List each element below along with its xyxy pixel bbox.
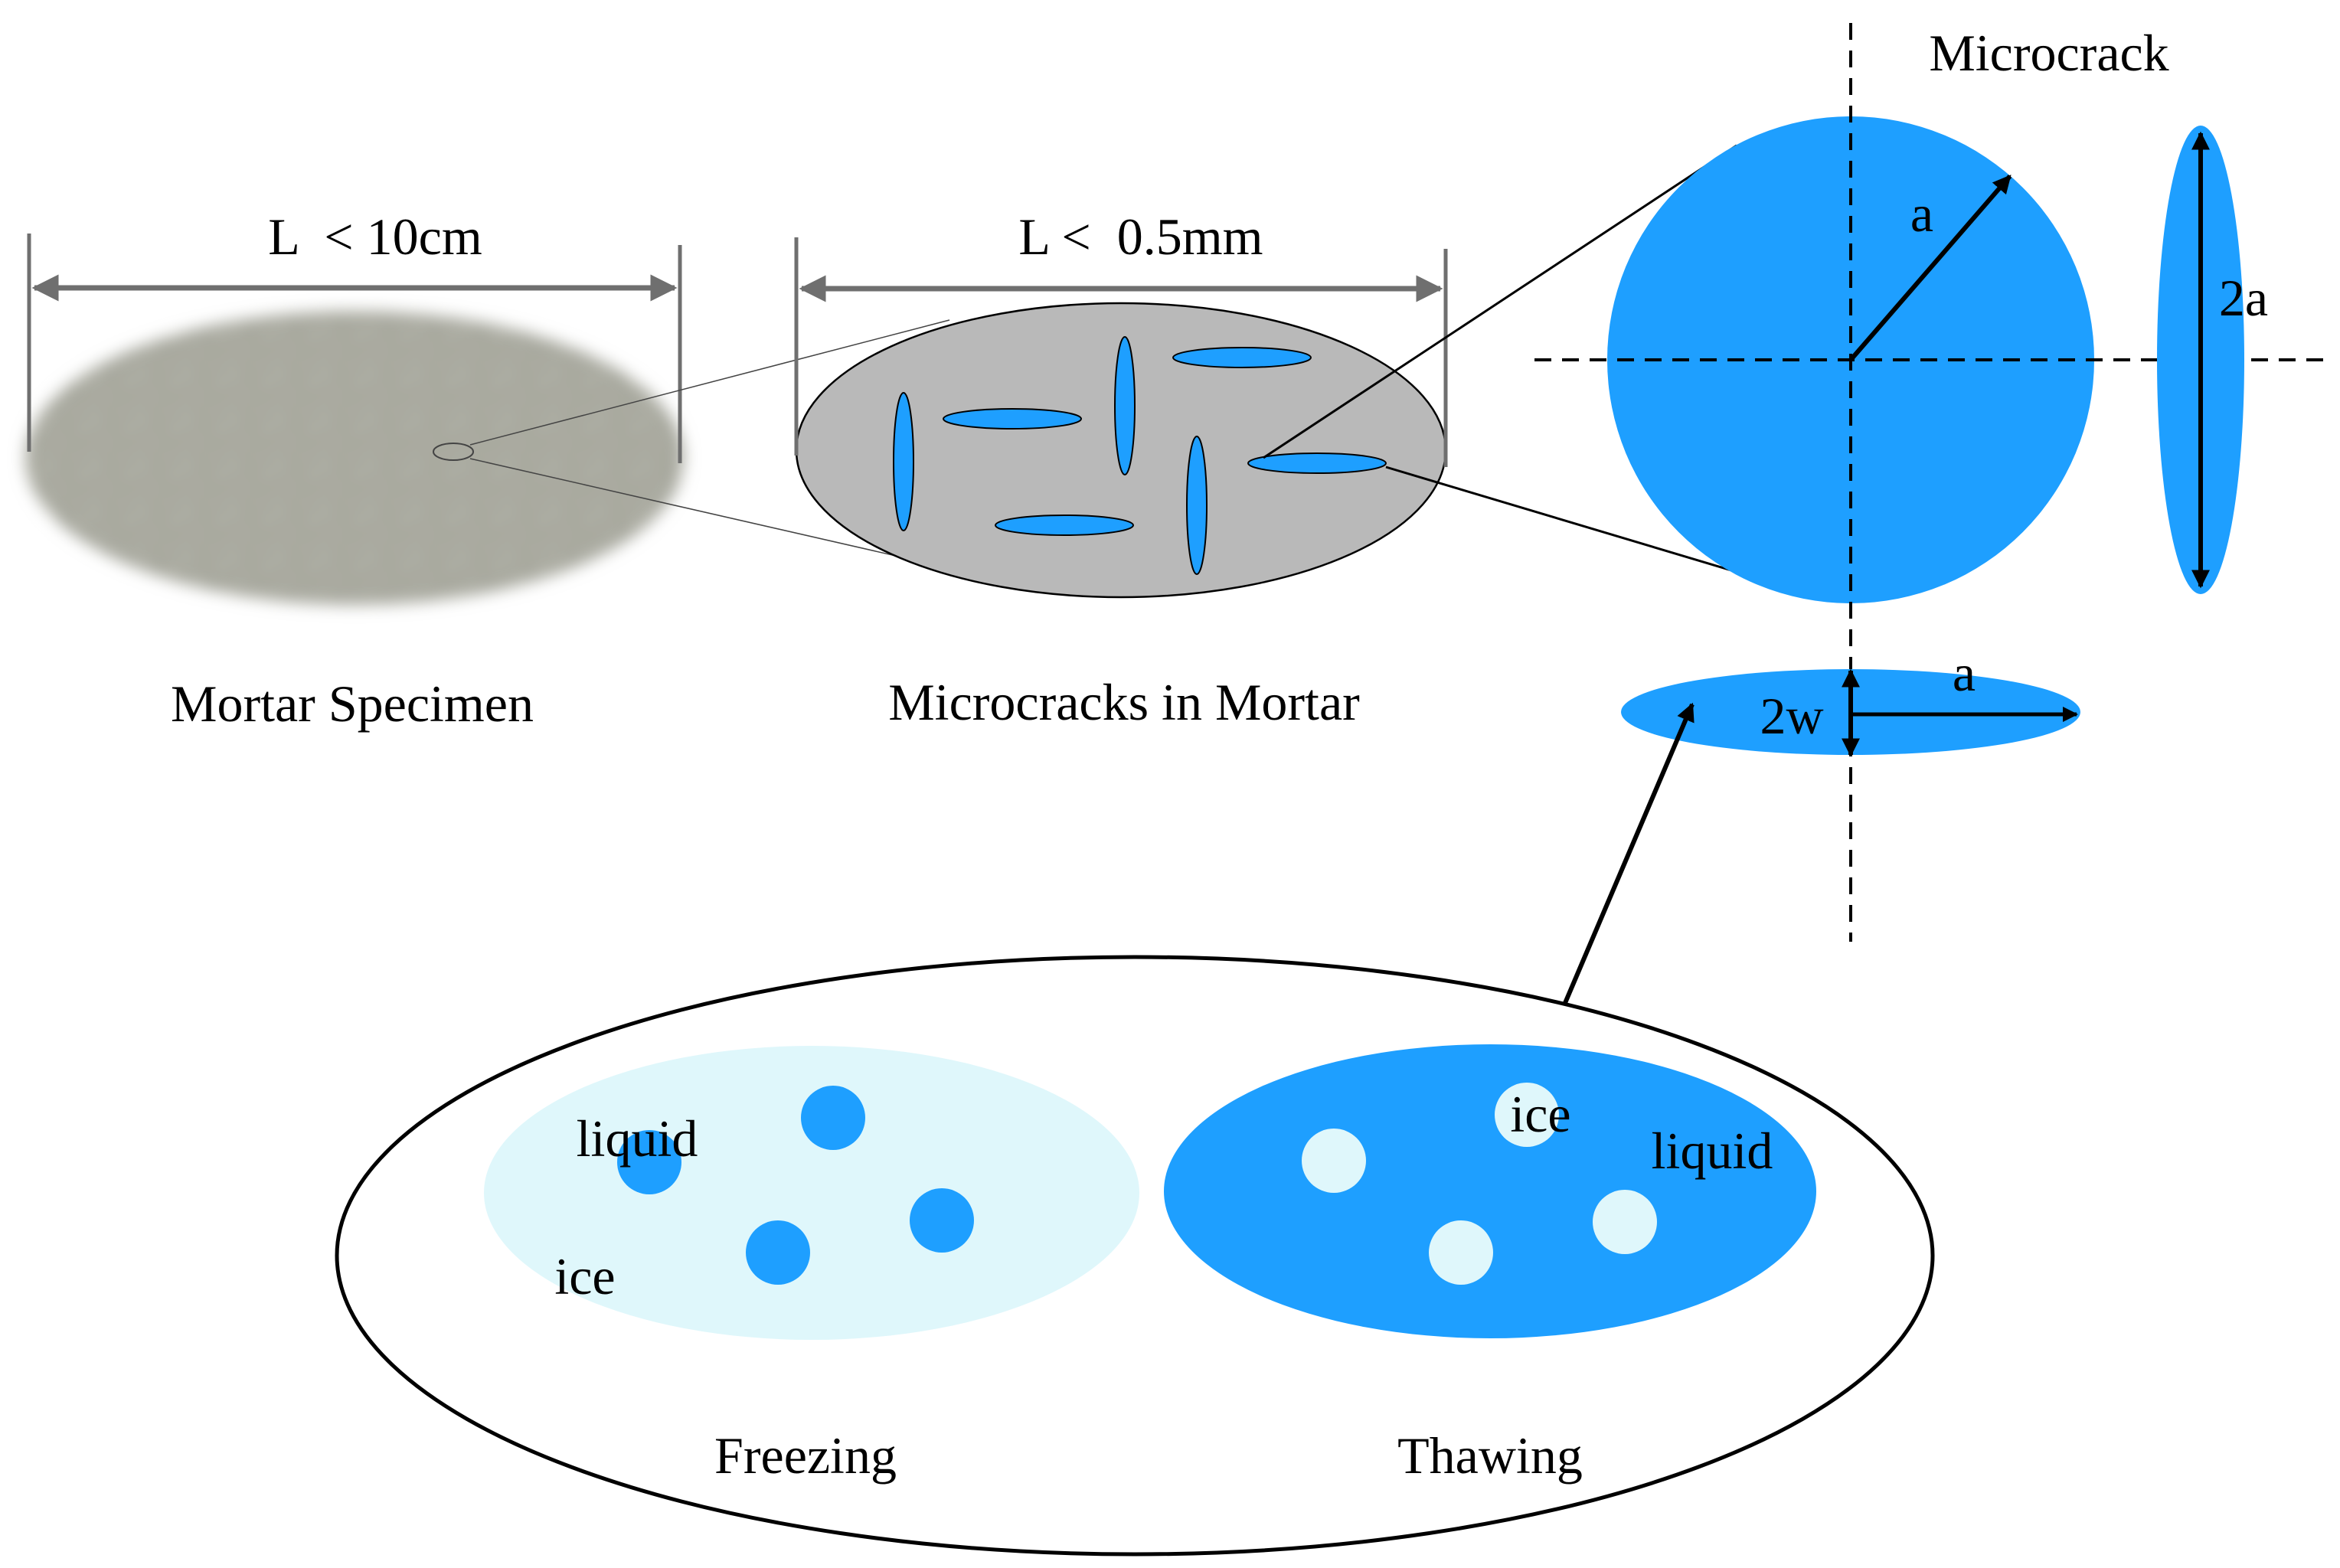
mortar-dimension-label: L < 0.5mm: [1018, 207, 1263, 266]
zoom-line-upper: [1263, 144, 1737, 459]
thawing-liquid-label: liquid: [1652, 1122, 1773, 1180]
liquid-droplet: [910, 1188, 974, 1253]
freezing-liquid-label: liquid: [577, 1109, 698, 1168]
ice-crystal: [1429, 1220, 1493, 1285]
specimen-dimension-label: L < 10cm: [268, 207, 482, 266]
phase-pointer-arrow: [1563, 702, 1695, 1004]
thawing-ice-label: ice: [1510, 1085, 1570, 1143]
radius-label: a: [1910, 185, 1933, 243]
liquid-droplet: [617, 1130, 681, 1194]
thawing-liquid-region: [1164, 1044, 1816, 1338]
mortar-specimen-group: L < 10cm Mortar Specimen: [25, 207, 684, 733]
phase-group: liquid ice Freezing ice liquid Thawing: [335, 955, 1935, 1557]
microcrack-horizontal-selected: [1247, 452, 1387, 474]
microcrack-vertical: [1186, 436, 1208, 575]
freezing-ice-region: [484, 1046, 1139, 1340]
microcrack-horizontal: [943, 408, 1082, 430]
microcrack-vertical: [1114, 336, 1136, 475]
ice-crystal: [1495, 1083, 1559, 1147]
thawing-group: ice liquid Thawing: [1164, 1044, 1816, 1485]
specimen-zoom-marker: [433, 443, 474, 461]
liquid-droplet: [746, 1220, 810, 1285]
microcrack-horizontal: [1172, 347, 1312, 368]
freezing-caption: Freezing: [714, 1426, 897, 1485]
specimen-caption: Mortar Specimen: [171, 675, 534, 733]
zoom-line-lower: [1385, 466, 1791, 590]
half-length-label: a: [1953, 644, 1976, 702]
microcrack-horizontal: [995, 514, 1134, 536]
mortar-caption: Microcracks in Mortar: [888, 673, 1360, 731]
mortar-microcracks-group: L < 0.5mm Microcracks in Mortar: [794, 207, 1448, 731]
thawing-caption: Thawing: [1397, 1426, 1583, 1485]
zoom-line-lower: [469, 458, 950, 569]
freezing-group: liquid ice Freezing: [484, 1046, 1139, 1485]
microcrack-title: Microcrack: [1929, 24, 2168, 82]
freezing-ice-label: ice: [554, 1247, 615, 1305]
liquid-droplet: [801, 1086, 865, 1150]
microcrack-vertical: [893, 392, 914, 531]
zoom-line-upper: [469, 319, 950, 446]
radius-arrow: [1848, 175, 2012, 361]
height-label: 2a: [2219, 269, 2268, 327]
ice-crystal: [1302, 1129, 1366, 1193]
mortar-specimen-ellipse: [25, 311, 684, 605]
width-label: 2w: [1760, 687, 1823, 745]
ice-crystal: [1593, 1190, 1657, 1254]
microcrack-detail-group: a Microcrack 2a 2w a: [1534, 23, 2328, 942]
